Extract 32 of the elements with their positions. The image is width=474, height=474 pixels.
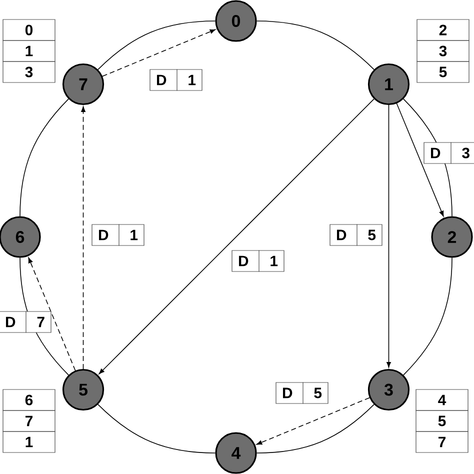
arrow	[81, 106, 86, 370]
arrow	[256, 397, 370, 445]
ring-arc	[98, 20, 216, 70]
table-cell: 5	[416, 410, 468, 432]
arrow	[98, 98, 374, 374]
table-cell: 2	[416, 19, 470, 41]
ring-arc	[256, 20, 374, 70]
table-cell: 0	[2, 19, 56, 41]
ring-arc	[256, 404, 374, 454]
edge-label: D 1	[92, 224, 144, 246]
arrow	[102, 29, 216, 77]
edge-label: D 1	[232, 250, 284, 272]
table-cell: 5	[416, 61, 470, 83]
table-cell: 3	[416, 40, 470, 62]
table-cell: 6	[2, 389, 56, 411]
edge-label: D 3	[424, 142, 474, 164]
table-cell: 7	[2, 410, 56, 432]
edge-label: D 1	[150, 68, 202, 92]
edge-label: D 5	[276, 382, 328, 404]
ring-arc	[98, 404, 216, 454]
edge-label: D 5	[330, 224, 382, 246]
table-cell: 4	[416, 389, 468, 411]
arrow	[386, 104, 391, 368]
edge-label: D 7	[0, 310, 52, 334]
arrow	[396, 103, 444, 217]
table-cell: 3	[2, 61, 56, 83]
table-cell: 1	[2, 431, 56, 453]
ring-arc	[20, 98, 69, 217]
arrow	[28, 257, 76, 371]
table-cell: 7	[416, 431, 468, 453]
ring-arc	[403, 257, 452, 376]
table-cell: 1	[2, 40, 56, 62]
